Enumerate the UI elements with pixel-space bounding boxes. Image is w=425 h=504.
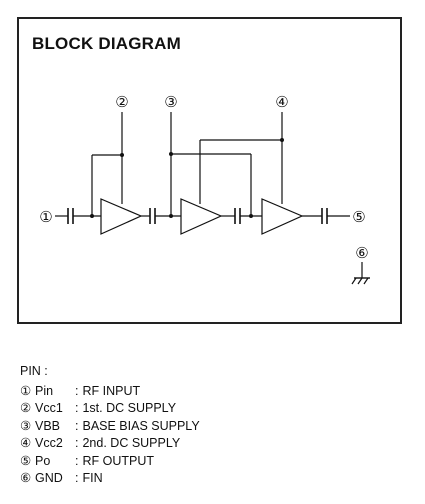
pin-number: ③ [20,418,32,433]
pin-symbol: VBB [35,418,61,433]
block-diagram-schematic: ① ② ③ ④ ⑤ ⑥ [39,93,370,285]
junction-dot [249,214,253,218]
amplifier-stage-3 [261,198,304,235]
junction-dot [169,152,173,156]
pin-description: 1st. DC SUPPLY [82,401,177,415]
pin-marker-2: ② [115,93,128,111]
pin-symbol: GND [35,471,63,485]
pin-description: RF INPUT [82,383,141,398]
pin-description: FIN [82,471,103,485]
pin-description: RF OUTPUT [82,453,155,468]
pin-symbol: Pin [35,383,54,398]
pin-heading: PIN : [20,364,48,378]
junction-dot [280,138,284,142]
pin-description: BASE BIAS SUPPLY [82,418,200,433]
pin-number: ⑥ [20,471,32,485]
pin-symbol: Po [35,453,51,468]
pin-marker-6: ⑥ [355,244,368,262]
pin-number: ⑤ [20,453,32,468]
block-diagram-frame: BLOCK DIAGRAM [17,17,402,324]
pin-symbol: Vcc1 [35,401,63,415]
ground-hatch [363,277,369,285]
pin-number: ④ [20,436,32,450]
ground-hatch [351,277,357,285]
junction-dot [90,214,94,218]
junction-dot [169,214,173,218]
amplifier-stage-1 [100,198,143,235]
pin-number: ② [20,401,32,415]
diagram-title: BLOCK DIAGRAM [32,34,181,53]
pin-marker-4: ④ [275,93,288,111]
pin-number: ① [20,383,32,398]
ground-hatch [357,277,363,285]
pin-marker-5: ⑤ [352,208,365,226]
pin-description: 2nd. DC SUPPLY [82,436,181,450]
pin-marker-3: ③ [164,93,177,111]
pin-symbol: Vcc2 [35,436,63,450]
amplifier-stage-2 [180,198,223,235]
pin-marker-1: ① [39,208,52,226]
junction-dot [120,153,124,157]
